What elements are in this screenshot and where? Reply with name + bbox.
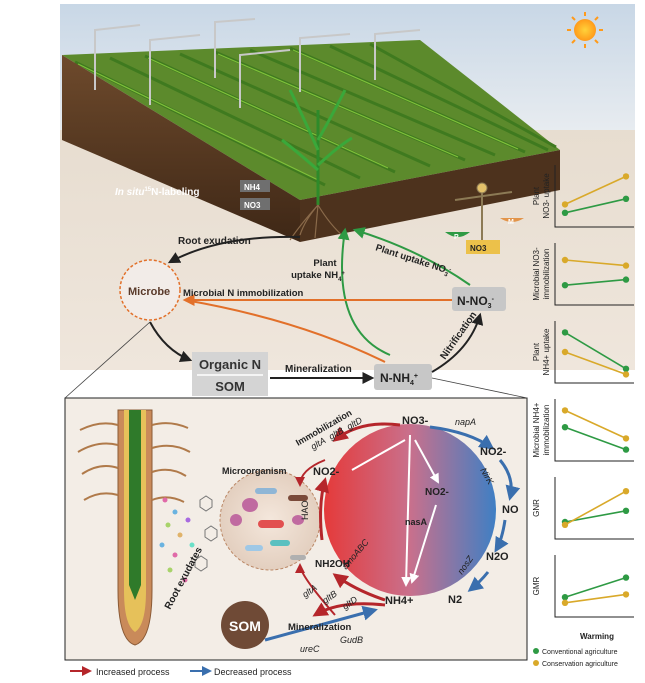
warming-xlabel: Warming [580, 632, 614, 641]
panel-ylabel-line2: NH4+ uptake [542, 328, 551, 375]
data-point [623, 591, 629, 597]
plant-uptake-nh4-line1: Plant [313, 258, 337, 269]
nh4-label-tag: NH4 [240, 180, 270, 192]
data-point [562, 210, 568, 216]
series-line [565, 427, 626, 449]
data-point [623, 446, 629, 452]
process-legend: Increased process Decreased process [70, 667, 292, 677]
svg-text:NO3: NO3 [244, 201, 261, 210]
legend-conservation-label: Conservation agriculture [542, 661, 618, 668]
series-line [565, 594, 626, 602]
root-exudation-label: Root exudation [178, 236, 251, 247]
balance-p-label: P [454, 234, 459, 241]
legend-conservation-dot [533, 660, 539, 666]
no2-left-label: NO2- [313, 466, 340, 478]
series-line [565, 578, 626, 598]
panel-ylabel-line1: Plant [532, 342, 541, 361]
data-point [623, 262, 629, 268]
decreased-label: Decreased process [214, 667, 292, 677]
legend-conventional-dot [533, 648, 539, 654]
increased-label: Increased process [96, 667, 170, 677]
no3-label-tag: NO3 [240, 198, 270, 210]
nasa-label: nasA [405, 517, 428, 527]
panel-ylabel-line1: GMR [532, 576, 541, 595]
data-point [623, 488, 629, 494]
data-point [562, 600, 568, 606]
microorganism-label: Microorganism [222, 466, 287, 476]
urec-label: ureC [300, 644, 320, 654]
data-point [623, 173, 629, 179]
panel-ylabel-line2: immobilization [542, 405, 551, 456]
data-point [562, 407, 568, 413]
svg-text:NH4: NH4 [244, 183, 261, 192]
legend-conventional-label: Conventional agriculture [542, 649, 618, 656]
data-point [562, 594, 568, 600]
data-point [623, 508, 629, 514]
napa-label: napA [455, 417, 476, 427]
series-line [565, 491, 626, 525]
no3-label: NO3- [402, 415, 429, 427]
data-point [562, 424, 568, 430]
panel-ylabel-line2: NO3- uptake [542, 173, 551, 219]
n2-label: N2 [448, 594, 462, 606]
balance-no3-label: NO3 [470, 244, 487, 253]
organic-som-label: SOM [215, 379, 245, 394]
organic-n-label: Organic N [199, 357, 261, 372]
som-mineralization-label: Mineralization [288, 622, 352, 633]
data-point [623, 371, 629, 377]
panel-ylabel-line1: Microbial NH4+ [532, 402, 541, 457]
data-point [562, 282, 568, 288]
mineralization-label: Mineralization [285, 364, 352, 375]
data-point [623, 435, 629, 441]
panel-axes [555, 555, 634, 617]
hao-label: HAO [300, 500, 310, 520]
balance-m-label: M [508, 219, 514, 226]
data-point [623, 574, 629, 580]
panel-ylabel-line1: GNR [532, 499, 541, 517]
microbial-immobilization-label: Microbial N immobilization [183, 288, 304, 299]
data-point [562, 522, 568, 528]
data-point [623, 276, 629, 282]
panel-ylabel-line2: immobilization [542, 249, 551, 300]
gudb-label: GudB [340, 635, 363, 645]
data-point [623, 366, 629, 372]
panel-legend: Conventional agriculture Conservation ag… [533, 648, 618, 668]
data-point [562, 349, 568, 355]
series-line [565, 410, 626, 438]
insitu-label: In situ15N-labeling [115, 187, 199, 198]
panel-ylabel-line1: Microbial NO3- [532, 247, 541, 301]
no2-center-label: NO2- [425, 487, 449, 498]
data-point [562, 257, 568, 263]
panel-ylabel-line1: Plant [532, 186, 541, 205]
no2-right-label: NO2- [480, 446, 507, 458]
data-point [562, 201, 568, 207]
data-point [623, 196, 629, 202]
data-point [562, 329, 568, 335]
no-label: NO [502, 504, 519, 516]
n2o-label: N2O [486, 551, 509, 563]
nh4-label: NH4+ [385, 595, 413, 607]
microbe-label: Microbe [128, 286, 170, 298]
som-ball-label: SOM [229, 618, 261, 634]
